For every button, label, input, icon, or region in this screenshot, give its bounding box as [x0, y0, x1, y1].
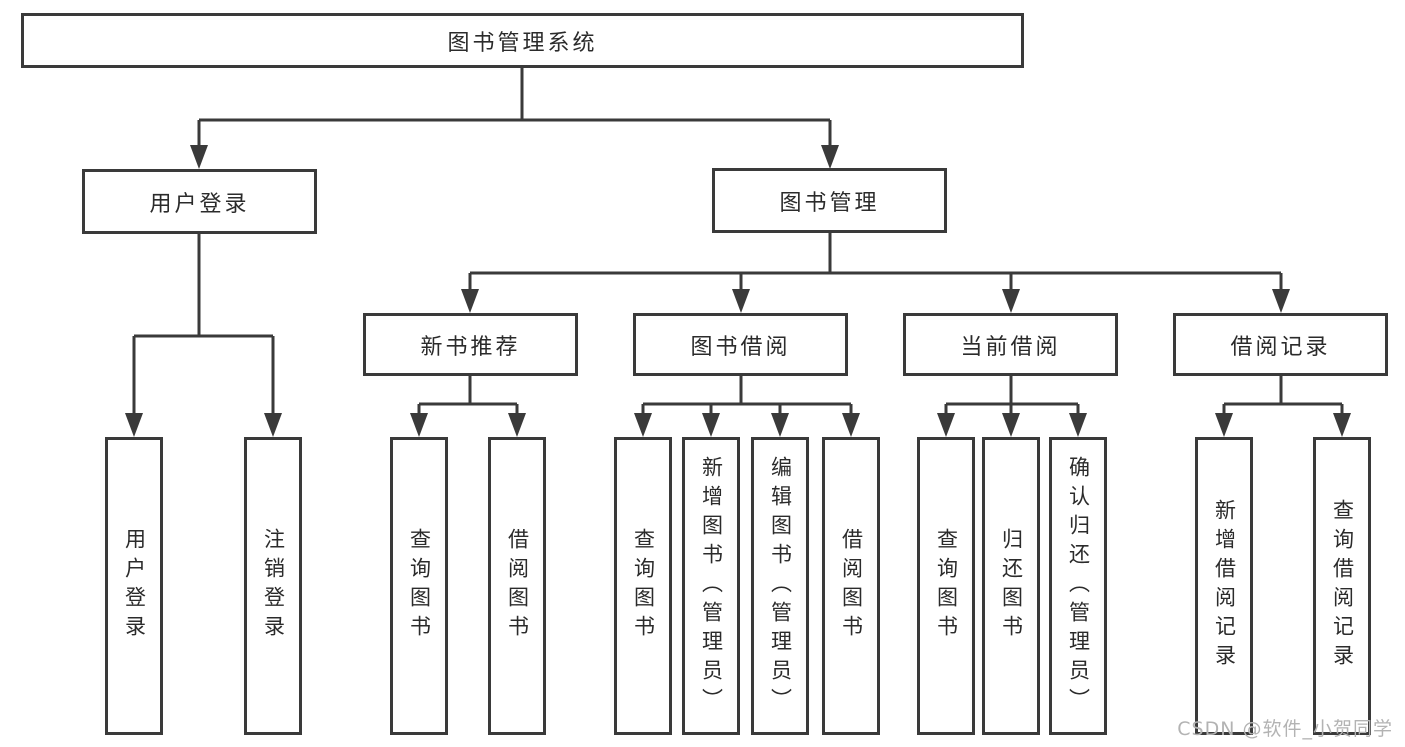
- node-current-borrow: 当前借阅: [903, 313, 1118, 376]
- connector-borrow-records-to-leaves: [1215, 376, 1351, 437]
- leaf-add-books-admin: 新增图书（管理员）: [682, 437, 740, 735]
- arrowhead-icon: [732, 289, 750, 313]
- connector-book-management-to-level3: [461, 233, 1290, 313]
- node-borrow-records: 借阅记录: [1173, 313, 1388, 376]
- leaf-borrow-books: 借阅图书: [822, 437, 880, 735]
- node-label: 归还图书: [999, 528, 1024, 644]
- arrowhead-icon: [1002, 289, 1020, 313]
- leaf-logout: 注销登录: [244, 437, 302, 735]
- node-label: 当前借阅: [960, 334, 1061, 360]
- node-label: 图书管理: [779, 190, 880, 216]
- node-label: 注销登录: [261, 528, 286, 644]
- arrowhead-icon: [190, 145, 208, 169]
- arrowhead-icon: [1002, 413, 1020, 437]
- connector-line: [1222, 376, 1344, 420]
- node-user-login: 用户登录: [82, 169, 317, 234]
- connector-line: [641, 376, 853, 420]
- node-label: 用户登录: [149, 191, 250, 217]
- connector-new-book-recommend-to-leaves: [410, 376, 526, 437]
- node-new-book-recommend: 新书推荐: [363, 313, 578, 376]
- leaf-user-login: 用户登录: [105, 437, 163, 735]
- node-label: 查询图书: [631, 528, 656, 644]
- connector-line: [468, 233, 1283, 294]
- node-label: 查询图书: [407, 528, 432, 644]
- node-label: 图书管理系统: [447, 30, 598, 56]
- node-label: 借阅图书: [505, 528, 530, 644]
- leaf-borrow-books-recommend: 借阅图书: [488, 437, 546, 735]
- arrowhead-icon: [842, 413, 860, 437]
- leaf-query-books-current: 查询图书: [917, 437, 975, 735]
- connector-book-borrow-to-leaves: [634, 376, 860, 437]
- leaf-confirm-return-admin: 确认归还（管理员）: [1049, 437, 1107, 735]
- connector-line: [132, 234, 275, 418]
- connector-current-borrow-to-leaves: [937, 376, 1087, 437]
- arrowhead-icon: [702, 413, 720, 437]
- arrowhead-icon: [410, 413, 428, 437]
- arrowhead-icon: [634, 413, 652, 437]
- node-label: 查询图书: [934, 528, 959, 644]
- leaf-query-borrow-record: 查询借阅记录: [1313, 437, 1371, 735]
- arrowhead-icon: [821, 145, 839, 169]
- node-book-borrow: 图书借阅: [633, 313, 848, 376]
- node-book-management: 图书管理: [712, 168, 947, 233]
- leaf-query-books-recommend: 查询图书: [390, 437, 448, 735]
- node-label: 借阅图书: [839, 528, 864, 644]
- connector-user-login-to-leaves: [125, 234, 282, 437]
- leaf-query-books-borrow: 查询图书: [614, 437, 672, 735]
- connector-line: [417, 376, 519, 420]
- arrowhead-icon: [461, 289, 479, 313]
- node-label: 用户登录: [122, 528, 147, 644]
- node-label: 新书推荐: [420, 334, 521, 360]
- arrowhead-icon: [508, 413, 526, 437]
- node-root: 图书管理系统: [21, 13, 1024, 68]
- node-label: 新增图书（管理员）: [699, 455, 724, 717]
- leaf-return-books: 归还图书: [982, 437, 1040, 735]
- arrowhead-icon: [1333, 413, 1351, 437]
- connector-root-to-level2: [190, 68, 839, 169]
- arrowhead-icon: [937, 413, 955, 437]
- node-label: 编辑图书（管理员）: [768, 455, 793, 717]
- node-label: 借阅记录: [1230, 334, 1331, 360]
- node-label: 图书借阅: [690, 334, 791, 360]
- arrowhead-icon: [1215, 413, 1233, 437]
- arrowhead-icon: [1069, 413, 1087, 437]
- connector-line: [197, 68, 832, 150]
- arrowhead-icon: [125, 413, 143, 437]
- leaf-add-borrow-record: 新增借阅记录: [1195, 437, 1253, 735]
- connector-line: [944, 376, 1080, 420]
- node-label: 新增借阅记录: [1212, 499, 1237, 673]
- arrowhead-icon: [1272, 289, 1290, 313]
- node-label: 确认归还（管理员）: [1066, 455, 1091, 717]
- csdn-watermark: CSDN @软件_小贺同学: [1177, 718, 1393, 740]
- arrowhead-icon: [264, 413, 282, 437]
- arrowhead-icon: [771, 413, 789, 437]
- leaf-edit-books-admin: 编辑图书（管理员）: [751, 437, 809, 735]
- node-label: 查询借阅记录: [1330, 499, 1355, 673]
